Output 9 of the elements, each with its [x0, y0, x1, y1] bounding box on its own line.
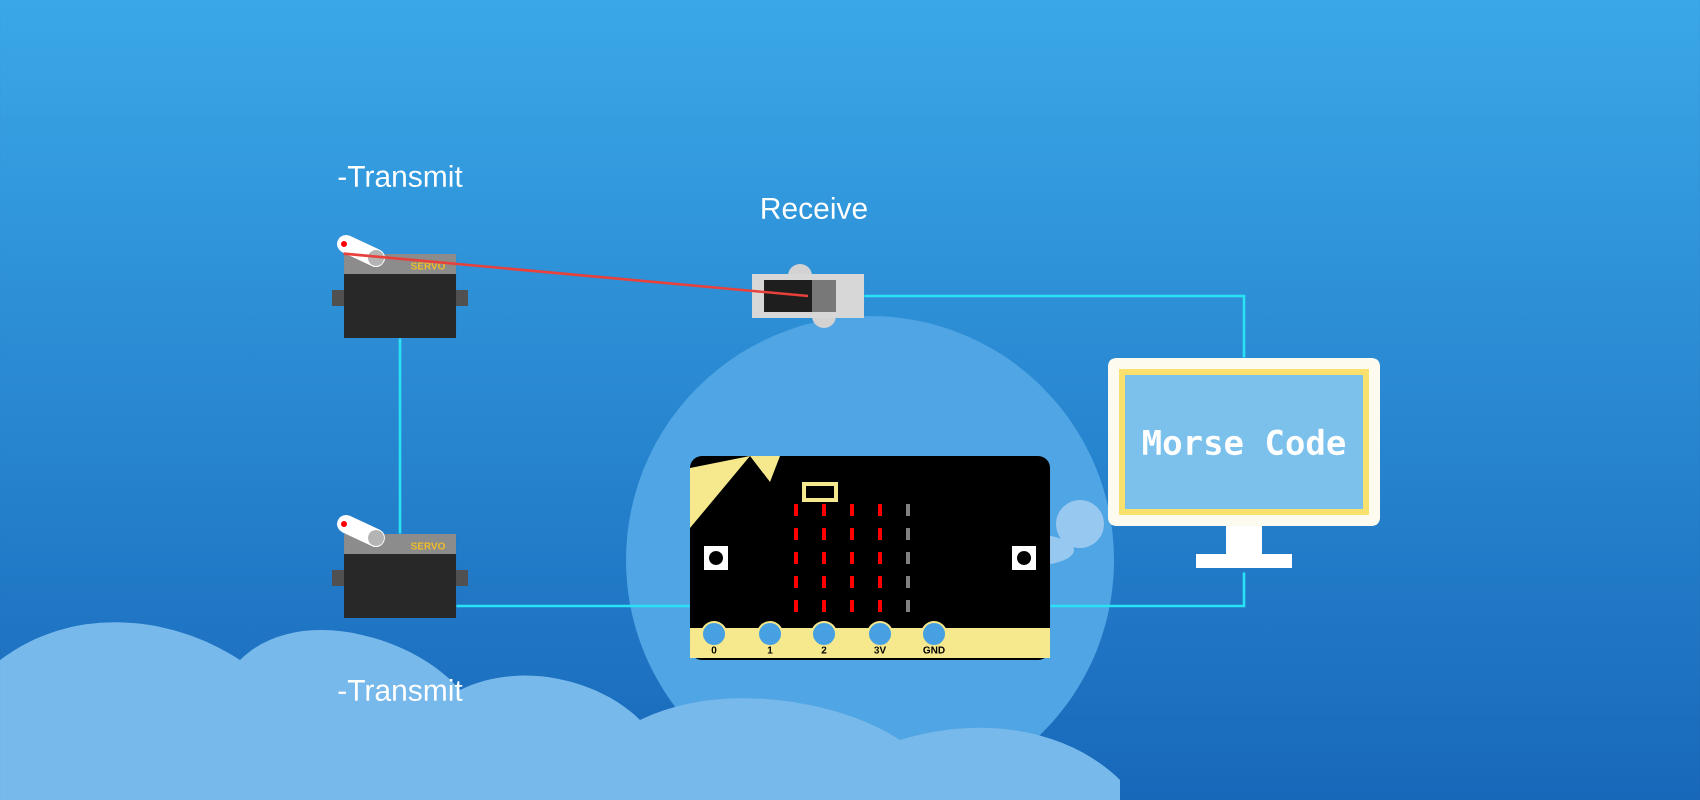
- circuit-board-drawing: [690, 456, 1050, 660]
- node-label: -Transmit: [338, 679, 463, 701]
- connector-line: [456, 604, 690, 608]
- connector-line: [864, 294, 1246, 358]
- connector-line: [1050, 572, 1246, 608]
- node-label: Receive: [762, 197, 867, 219]
- connector-line: [398, 338, 402, 534]
- node-label: -Transmit: [338, 165, 463, 187]
- monitor-drawing: Morse Code: [1108, 358, 1380, 568]
